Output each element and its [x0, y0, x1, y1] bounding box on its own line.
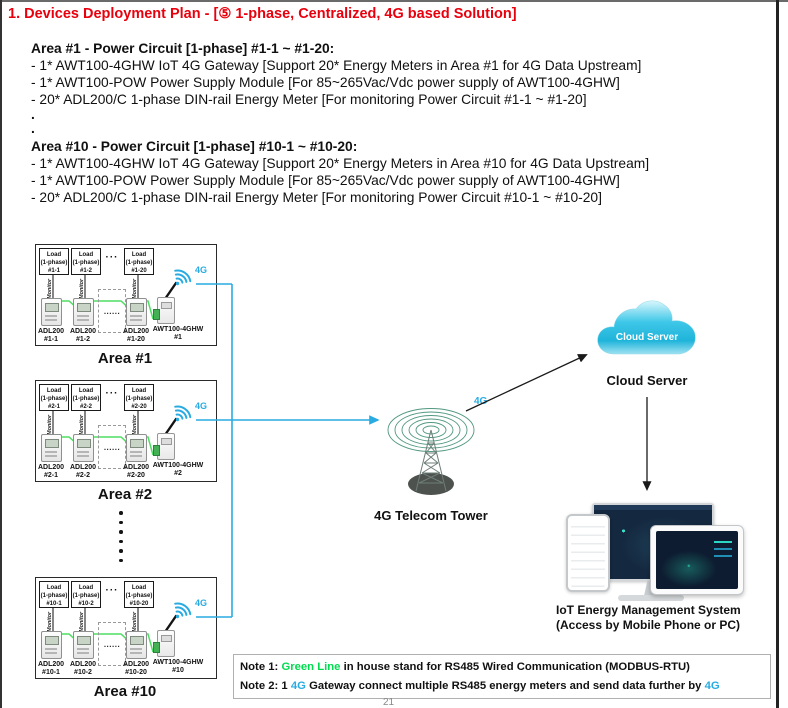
continuation-dot: .	[31, 107, 35, 122]
meter-label: ADL200#1-20	[122, 328, 150, 343]
meters-ellipsis-box: ......	[98, 289, 126, 333]
cloud-badge-text: Cloud Server	[616, 332, 678, 343]
meter-label: ADL200#1-1	[37, 328, 65, 343]
page-edge-left	[0, 0, 2, 708]
gateway-antenna	[163, 281, 178, 301]
monitor-label: Monitor	[47, 278, 53, 299]
gateway-label: AWT100-4GHW#10	[152, 659, 204, 674]
tower-label: 4G Telecom Tower	[374, 508, 488, 523]
load-box: Load(1-phase)#1-2	[71, 248, 101, 275]
4g-signal-icon	[174, 269, 192, 286]
monitor-base	[618, 595, 684, 601]
awt100-gateway-icon	[153, 630, 175, 657]
page-title: 1. Devices Deployment Plan - [⑤ 1-phase,…	[8, 6, 517, 22]
load-box: Load(1-phase)#2-1	[39, 384, 69, 411]
spec-line: - 1* AWT100-4GHW IoT 4G Gateway [Support…	[31, 156, 650, 171]
meter-label: ADL200#10-2	[69, 661, 97, 676]
awt100-gateway-icon	[153, 297, 175, 324]
monitor-label: Monitor	[132, 414, 138, 435]
telecom-tower-icon	[387, 408, 475, 495]
load-box: Load(1-phase)#1-1	[39, 248, 69, 275]
monitor-label: Monitor	[132, 278, 138, 299]
uplink-4g-label: 4G	[474, 396, 488, 407]
tablet-icon	[650, 525, 744, 595]
adl200-meter-icon	[73, 631, 94, 659]
meter-label: ADL200#10-20	[122, 661, 150, 676]
meters-ellipsis-box: ......	[98, 425, 126, 469]
adl200-meter-icon	[126, 298, 147, 326]
meter-label: ADL200#10-1	[37, 661, 65, 676]
monitor-label: Monitor	[79, 414, 85, 435]
adl200-meter-icon	[73, 298, 94, 326]
area10-spec-heading: Area #10 - Power Circuit [1-phase] #10-1…	[31, 139, 358, 154]
monitor-label: Monitor	[47, 414, 53, 435]
load-box: Load(1-phase)#2-2	[71, 384, 101, 411]
adl200-meter-icon	[41, 631, 62, 659]
spec-line: - 1* AWT100-4GHW IoT 4G Gateway [Support…	[31, 58, 642, 73]
meter-label: ADL200#1-2	[69, 328, 97, 343]
loads-ellipsis: ···	[105, 388, 119, 399]
monitor-label: Monitor	[47, 611, 53, 632]
gateway-label: AWT100-4GHW#2	[152, 462, 204, 477]
monitor-label: Monitor	[79, 611, 85, 632]
4g-signal-icon	[174, 602, 192, 619]
area-label: Area #10	[93, 683, 157, 700]
area-1-group: Load(1-phase)#1-1 Load(1-phase)#1-2 Load…	[35, 244, 217, 367]
spec-line: - 1* AWT100-POW Power Supply Module [For…	[31, 173, 620, 188]
4g-signal-icon	[174, 405, 192, 422]
adl200-meter-icon	[73, 434, 94, 462]
gateway-antenna	[163, 417, 178, 437]
notes-box: Note 1: Green Line in house stand for RS…	[233, 654, 771, 699]
adl200-meter-icon	[41, 434, 62, 462]
areas-continuation-dots	[119, 511, 123, 562]
adl200-meter-icon	[126, 631, 147, 659]
awt100-gateway-icon	[153, 433, 175, 460]
meters-ellipsis-box: ......	[98, 622, 126, 666]
iot-system-label: IoT Energy Management System (Access by …	[556, 603, 741, 632]
load-box: Load(1-phase)#10-2	[71, 581, 101, 608]
monitor-label: Monitor	[132, 611, 138, 632]
meter-label: ADL200#2-20	[122, 464, 150, 479]
area-10-box: Load(1-phase)#10-1 Load(1-phase)#10-2 Lo…	[35, 577, 217, 679]
continuation-dot: .	[31, 121, 35, 136]
load-box: Load(1-phase)#10-1	[39, 581, 69, 608]
area-label: Area #1	[97, 350, 153, 367]
area-1-box: Load(1-phase)#1-1 Load(1-phase)#1-2 Load…	[35, 244, 217, 346]
area-label: Area #2	[97, 486, 153, 503]
gateway-label: AWT100-4GHW#1	[152, 326, 204, 341]
page-number: 21	[383, 697, 395, 708]
loads-ellipsis: ···	[105, 252, 119, 263]
note-2: Note 2: 1 4G Gateway connect multiple RS…	[240, 680, 720, 692]
page-edge-top	[0, 0, 788, 2]
adl200-meter-icon	[126, 434, 147, 462]
spec-line: - 20* ADL200/C 1-phase DIN-rail Energy M…	[31, 190, 602, 205]
load-box: Load(1-phase)#1-20	[124, 248, 154, 275]
area-2-box: Load(1-phase)#2-1 Load(1-phase)#2-2 Load…	[35, 380, 217, 482]
page-edge-right	[776, 0, 779, 708]
area1-spec-heading: Area #1 - Power Circuit [1-phase] #1-1 ~…	[31, 41, 335, 56]
load-box: Load(1-phase)#2-20	[124, 384, 154, 411]
meter-label: ADL200#2-2	[69, 464, 97, 479]
4g-signal-label: 4G	[195, 265, 208, 275]
meter-label: ADL200#2-1	[37, 464, 65, 479]
area-2-group: Load(1-phase)#2-1 Load(1-phase)#2-2 Load…	[35, 380, 217, 503]
spec-text-block: Area #1 - Power Circuit [1-phase] #1-1 ~…	[31, 40, 649, 206]
cloud-server-label: Cloud Server	[606, 373, 688, 388]
monitor-label: Monitor	[79, 278, 85, 299]
note-1: Note 1: Green Line in house stand for RS…	[240, 661, 690, 673]
load-box: Load(1-phase)#10-20	[124, 581, 154, 608]
mobile-phone-icon	[566, 514, 610, 592]
spec-line: - 1* AWT100-POW Power Supply Module [For…	[31, 75, 620, 90]
area-10-group: Load(1-phase)#10-1 Load(1-phase)#10-2 Lo…	[35, 577, 217, 700]
adl200-meter-icon	[41, 298, 62, 326]
cloud-server-icon: Cloud Server	[597, 300, 696, 355]
loads-ellipsis: ···	[105, 585, 119, 596]
4g-signal-label: 4G	[195, 401, 208, 411]
spec-line: - 20* ADL200/C 1-phase DIN-rail Energy M…	[31, 92, 587, 107]
4g-signal-label: 4G	[195, 598, 208, 608]
gateway-antenna	[163, 614, 178, 634]
